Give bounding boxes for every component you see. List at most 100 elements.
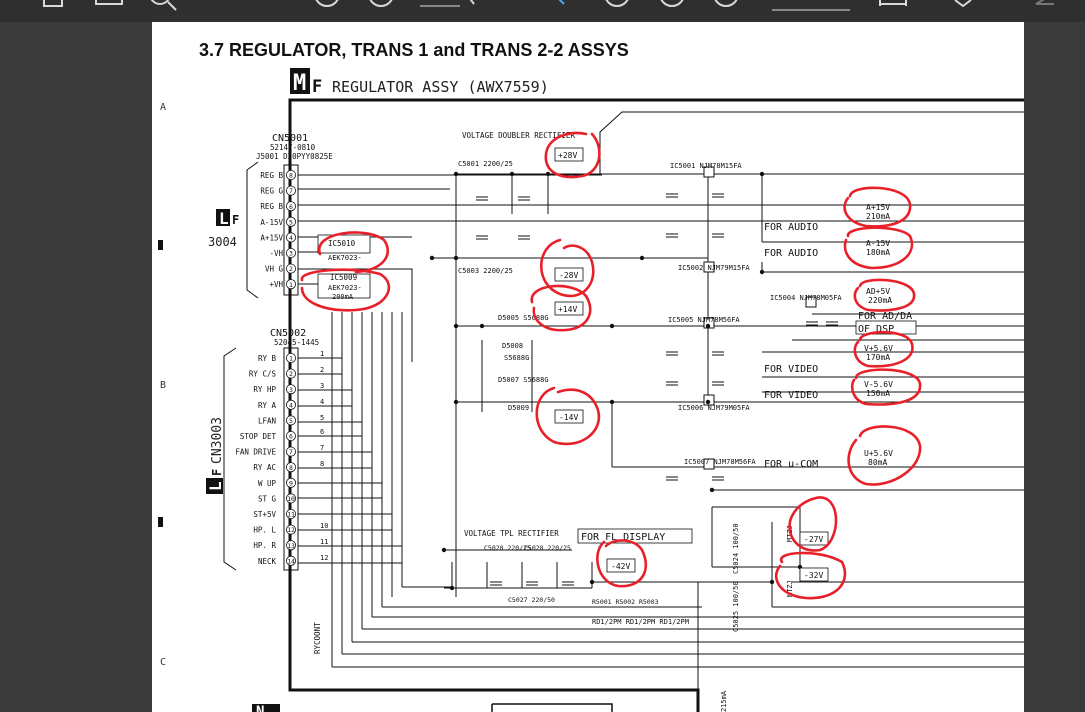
- wire-number: 11: [320, 538, 328, 546]
- circle-icon[interactable]: [605, 0, 629, 7]
- annotation-circle-v-p56: [853, 330, 914, 368]
- cn5001-pin-number: 2: [289, 265, 293, 273]
- cn5002-pin: [285, 415, 296, 426]
- svg-text:C5027 220/50: C5027 220/50: [508, 596, 555, 604]
- cn5002-name: CN5002: [270, 328, 306, 339]
- cn5002-pin: [285, 524, 296, 535]
- left-ref-top-box: [216, 209, 230, 226]
- rail-a-p15: A+15V: [866, 203, 890, 212]
- svg-text:220mA: 220mA: [868, 296, 892, 305]
- svg-text:D5007 S5688G: D5007 S5688G: [498, 376, 549, 384]
- cn5002-pin-number: 11: [287, 511, 295, 519]
- bottom-code-box: [252, 704, 280, 712]
- search-icon[interactable]: [150, 0, 170, 5]
- ic5004-label: IC5004 NJM78M05FA: [770, 294, 842, 302]
- svg-text:180mA: 180mA: [866, 248, 890, 257]
- section-title: 3.7 REGULATOR, TRANS 1 and TRANS 2-2 ASS…: [199, 40, 629, 60]
- save-icon[interactable]: [43, 0, 63, 7]
- svg-text:C5020 220/25: C5020 220/25: [484, 544, 531, 552]
- assy-code-sub: F: [312, 77, 322, 97]
- svg-text:J5001 D20PYY0825E: J5001 D20PYY0825E: [256, 152, 333, 161]
- wire-number: 2: [320, 366, 324, 374]
- cn5002-pin-number: 1: [289, 355, 293, 363]
- annotation-circle-a-m15: [843, 226, 914, 270]
- wire-number: 8: [320, 460, 324, 468]
- circle-icon[interactable]: [315, 0, 339, 7]
- ic5009-label: IC5009: [330, 273, 357, 282]
- circle-icon[interactable]: [714, 0, 738, 7]
- annotation-circle-v-m56: [850, 368, 922, 406]
- cn5001-pin: [285, 263, 296, 274]
- cn5001-pin-label: REG G: [260, 187, 283, 196]
- svg-text:170mA: 170mA: [866, 353, 890, 362]
- capacitor-marks: [476, 193, 838, 586]
- cn5002-pin-label: ST G: [258, 494, 277, 503]
- rail-u-p56: U+5.6V: [864, 449, 893, 458]
- cn5002-pin-label: FAN DRIVE: [235, 448, 276, 457]
- cn5002-pin-label: HP. L: [253, 526, 276, 535]
- cn5002-pin-label: HP. R: [253, 541, 276, 550]
- cursor-icon[interactable]: [556, 0, 565, 5]
- cn5001-pin-label: REG B: [260, 171, 283, 180]
- cn5002-pin: [285, 368, 296, 379]
- cn5001-pin: [285, 201, 296, 212]
- share-icon[interactable]: [1035, 0, 1054, 5]
- assy-code: M: [293, 71, 306, 96]
- circle-icon[interactable]: [660, 0, 684, 7]
- cn5001-pin: [285, 279, 296, 290]
- cn5002-pin-number: 6: [289, 433, 293, 441]
- cn5002-pin: [285, 446, 296, 457]
- fit-width-icon[interactable]: [879, 0, 907, 6]
- svg-text:D5009: D5009: [508, 404, 529, 412]
- svg-text:F: F: [210, 469, 224, 476]
- cn5002-pin-label: RY AC: [253, 463, 276, 472]
- bookmark-icon[interactable]: [954, 0, 972, 8]
- for-audio-2: FOR AUDIO: [764, 248, 818, 259]
- cn5002-pin-number: 13: [287, 542, 295, 550]
- svg-text:C5001 2200/25: C5001 2200/25: [458, 160, 513, 168]
- for-ucom: FOR u-COM: [764, 459, 818, 470]
- annotation-circle-m14: [535, 386, 601, 446]
- wire-number: 10: [320, 522, 328, 530]
- row-mark-c: C: [160, 657, 166, 668]
- svg-text:52045-1445: 52045-1445: [274, 338, 319, 347]
- wire-number: 12: [320, 554, 328, 562]
- ic5007-label: IC5007 NJM78M56FA: [684, 458, 756, 466]
- image-icon[interactable]: [95, 0, 123, 5]
- svg-text:L: L: [219, 209, 229, 228]
- annotation-layer: [300, 131, 922, 600]
- annotation-circle-ic: [300, 231, 391, 312]
- ic5001-label: IC5001 NJM78M15FA: [670, 162, 742, 170]
- cn5001-pin-label: A-15V: [260, 218, 283, 227]
- document-page: 3.7 REGULATOR, TRANS 1 and TRANS 2-2 ASS…: [152, 22, 1024, 712]
- svg-text:C5025 100/50: C5025 100/50: [732, 581, 740, 632]
- cn5001-pin: [285, 216, 296, 227]
- ic5006-label: IC5006 NJM79M05FA: [678, 404, 750, 412]
- cn5002-pin-label: NECK: [258, 557, 277, 566]
- cn5001-pin-number: 5: [289, 218, 293, 226]
- wire-number: 6: [320, 428, 324, 436]
- svg-text:AEK7023-: AEK7023-: [328, 254, 362, 262]
- circle-icon[interactable]: [369, 0, 393, 7]
- svg-text:D5008: D5008: [502, 342, 523, 350]
- cn5002-pin-label: RY C/S: [249, 370, 277, 379]
- cn5002-pin-label: LFAN: [258, 416, 276, 425]
- wire-number: 4: [320, 398, 324, 406]
- assy-title: REGULATOR ASSY (AWX7559): [332, 78, 549, 96]
- svg-text:D5005 S5688G: D5005 S5688G: [498, 314, 549, 322]
- cn5002-pin: [285, 384, 296, 395]
- cn5001-pin-number: 8: [289, 172, 293, 180]
- for-fl-label: FOR FL DISPLAY: [581, 532, 665, 543]
- cn5001-name: CN5001: [272, 133, 308, 144]
- cn5002-pin-number: 5: [289, 417, 293, 425]
- schematic: 3.7 REGULATOR, TRANS 1 and TRANS 2-2 ASS…: [158, 40, 1024, 712]
- cn5002-pin-number: 3: [289, 386, 293, 394]
- svg-text:R5001 R5002 R5003: R5001 R5002 R5003: [592, 598, 659, 606]
- annotation-circle-m27: [788, 496, 838, 552]
- ic5010-label: IC5010: [328, 239, 356, 248]
- svg-text:N: N: [256, 704, 264, 712]
- svg-text:215mA: 215mA: [720, 690, 728, 712]
- svg-text:210mA: 210mA: [866, 212, 890, 221]
- annotation-circle-a-p15: [843, 186, 912, 228]
